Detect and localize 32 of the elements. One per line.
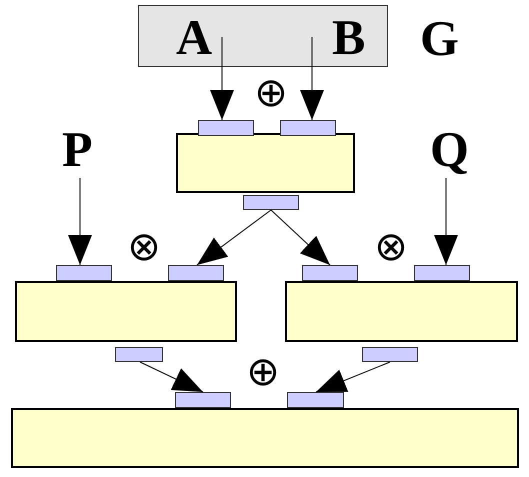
variable-label: B xyxy=(332,12,376,62)
variable-label: Q xyxy=(430,124,480,174)
port-box xyxy=(287,392,344,408)
block-box xyxy=(11,408,519,468)
port-box xyxy=(243,195,299,210)
operator-symbol: ⊕ xyxy=(253,73,289,113)
variable-label: A xyxy=(176,12,220,62)
port-box xyxy=(280,120,336,136)
arrow xyxy=(300,36,324,120)
arrow xyxy=(140,362,204,392)
port-box xyxy=(168,265,224,281)
block-box xyxy=(176,133,355,193)
block-box xyxy=(15,281,237,342)
port-box xyxy=(414,265,470,281)
port-box xyxy=(115,347,163,362)
group-heading: G xyxy=(420,13,459,63)
operator-symbol: ⊗ xyxy=(126,227,162,267)
arrow xyxy=(434,178,458,266)
arrow xyxy=(196,210,272,266)
port-box xyxy=(198,120,254,136)
port-box xyxy=(362,347,418,362)
arrow xyxy=(210,36,234,120)
arrow xyxy=(270,210,330,266)
block-box xyxy=(285,281,518,342)
port-box xyxy=(302,265,358,281)
variable-label: P xyxy=(62,124,106,174)
arrow xyxy=(316,362,390,392)
port-box xyxy=(56,265,112,281)
operator-symbol: ⊗ xyxy=(373,227,409,267)
operator-symbol: ⊕ xyxy=(245,352,281,392)
port-box xyxy=(175,392,231,408)
arrow xyxy=(68,178,92,266)
